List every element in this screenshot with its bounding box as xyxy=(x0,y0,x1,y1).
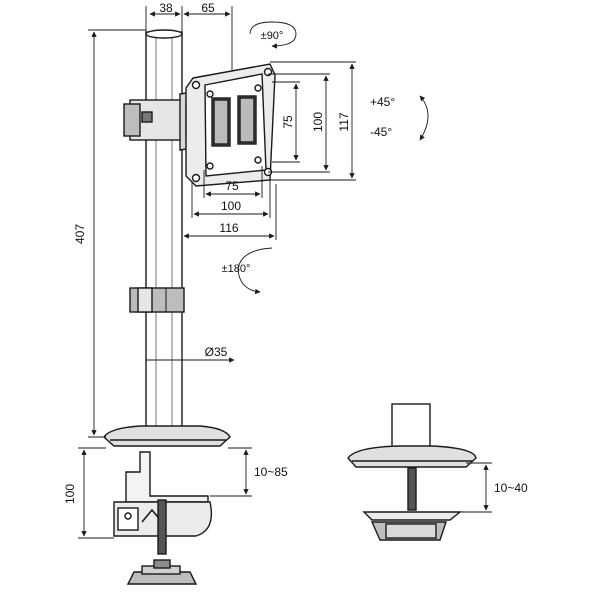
rotate-arc xyxy=(237,247,273,295)
pole xyxy=(145,29,183,433)
dim-407-label: 407 xyxy=(73,224,87,244)
clamp-range-label: 10~85 xyxy=(254,465,288,479)
rotate-label: ±180° xyxy=(222,263,251,275)
dim-vesa-h-75-label: 75 xyxy=(225,179,239,193)
dim-vesa-h-100-label: 100 xyxy=(221,199,241,213)
tilt-arc xyxy=(419,95,429,141)
pole-collar xyxy=(129,287,185,313)
desk-clamp-bracket xyxy=(113,451,213,585)
dim-vesa-v-75-label: 75 xyxy=(281,115,295,129)
swivel-label: ±90° xyxy=(261,30,284,42)
tilt-down-label: -45° xyxy=(370,125,392,139)
dimension-labels: 38 65 407 75 100 117 75 100 116 Ø35 100 … xyxy=(63,1,528,504)
pole-diameter-label: Ø35 xyxy=(205,345,228,359)
tilt-up-label: +45° xyxy=(370,95,395,109)
dimension-lines xyxy=(78,6,492,539)
desk-clamp-base xyxy=(103,425,231,447)
dim-65-label: 65 xyxy=(201,1,215,15)
grommet-mount xyxy=(347,403,477,541)
dim-vesa-v-117-label: 117 xyxy=(337,112,351,131)
dim-clamp-100-label: 100 xyxy=(63,484,77,504)
dim-vesa-h-116-label: 116 xyxy=(219,221,238,235)
main-assembly xyxy=(103,29,477,585)
dim-vesa-v-100-label: 100 xyxy=(311,112,325,132)
grommet-range-label: 10~40 xyxy=(494,481,528,495)
vesa-plate xyxy=(185,63,276,187)
swivel-arc xyxy=(249,21,297,49)
dim-38-label: 38 xyxy=(159,1,173,15)
